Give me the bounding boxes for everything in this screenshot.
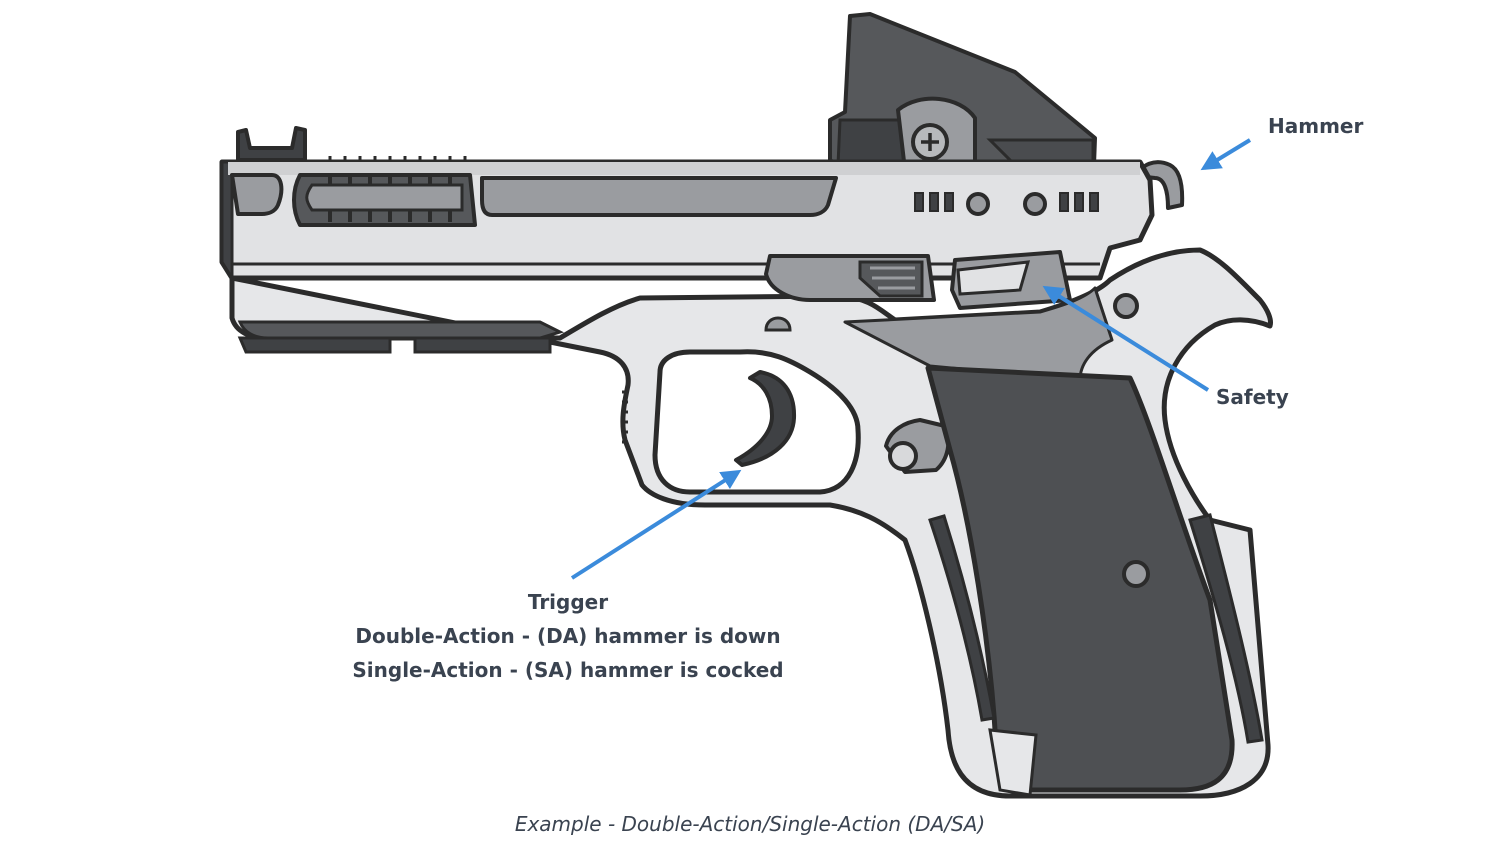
annotation-arrows <box>570 138 1252 580</box>
trigger-label: Trigger <box>527 590 609 614</box>
trigger <box>734 370 797 467</box>
trigger-da-description: Double-Action - (DA) hammer is down <box>355 624 781 648</box>
hammer-arrow <box>1200 138 1252 171</box>
trigger-annotation: Trigger Double-Action - (DA) hammer is d… <box>330 585 806 687</box>
slide <box>219 156 1155 319</box>
front-sight <box>236 126 307 162</box>
figure-caption: Example - Double-Action/Single-Action (D… <box>514 812 986 836</box>
safety-arrow <box>1042 285 1210 392</box>
grip-panel <box>925 365 1264 797</box>
safety-label: Safety <box>1216 385 1289 409</box>
trigger-sa-description: Single-Action - (SA) hammer is cocked <box>352 658 784 682</box>
mag-release <box>884 418 951 474</box>
trigger-arrow <box>570 469 742 580</box>
hammer-label: Hammer <box>1268 114 1364 138</box>
